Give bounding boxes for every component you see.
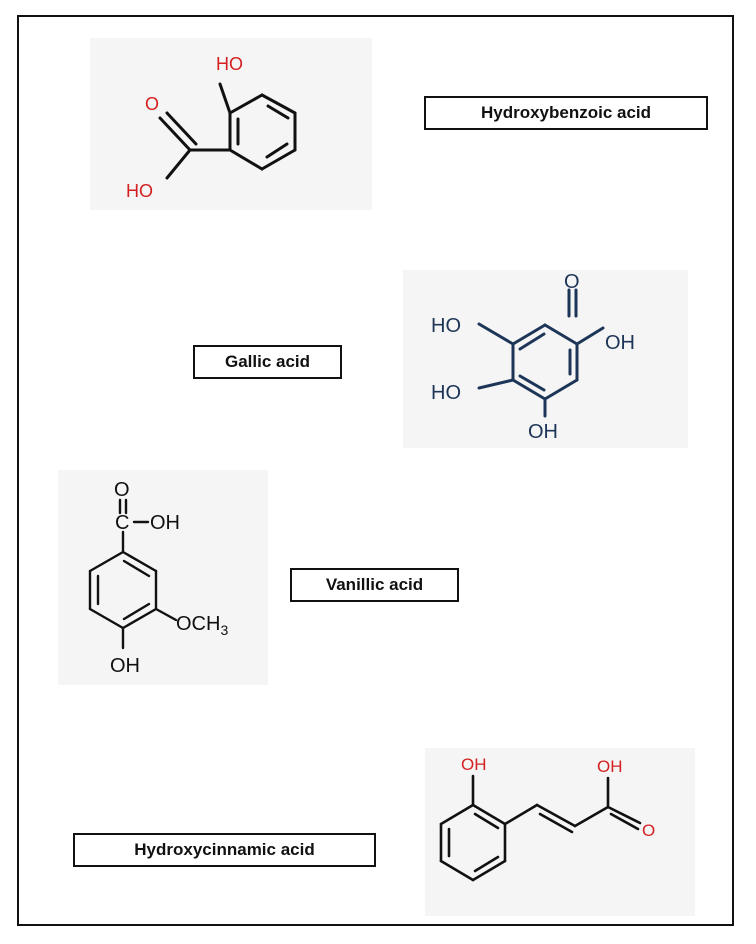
carbonyl-o-label: O (145, 94, 159, 114)
gallic-acid-label: Gallic acid (193, 345, 342, 379)
vanillic-c-label: C (115, 512, 129, 534)
hydroxybenzoic-acid-label: Hydroxybenzoic acid (424, 96, 708, 130)
gallic-ho-lower-label: HO (431, 382, 461, 404)
carbonyl-o-label: O (642, 821, 655, 840)
hydroxycinnamic-acid-label: Hydroxycinnamic acid (73, 833, 376, 867)
vanillic-oh-bottom-label: OH (110, 655, 140, 677)
och3-prefix: OCH (176, 613, 220, 635)
gallic-o-top-label: O (564, 271, 580, 293)
gallic-acid-structure: O OH HO HO OH (403, 270, 688, 448)
gallic-oh-bottom-label: OH (528, 421, 558, 443)
hydroxycinnamic-acid-structure: OH OH O (425, 748, 695, 916)
vanillic-acid-structure: O C OH OCH3 OH (58, 470, 268, 685)
vanillic-och3-label: OCH3 (176, 613, 228, 638)
ho-top-label: HO (216, 54, 243, 74)
structure-background (58, 470, 268, 685)
gallic-oh-right-label: OH (605, 332, 635, 354)
vanillic-oh-right-label: OH (150, 512, 180, 534)
ho-acid-label: HO (126, 181, 153, 201)
structure-background (403, 270, 688, 448)
vanillic-acid-label: Vanillic acid (290, 568, 459, 602)
vanillic-o-top-label: O (114, 479, 130, 501)
structure-background (425, 748, 695, 916)
phenol-oh-label: OH (461, 755, 487, 774)
acid-oh-label: OH (597, 757, 623, 776)
hydroxybenzoic-acid-structure: HO O HO (90, 38, 372, 210)
gallic-ho-upper-label: HO (431, 315, 461, 337)
och3-subscript: 3 (220, 622, 228, 638)
